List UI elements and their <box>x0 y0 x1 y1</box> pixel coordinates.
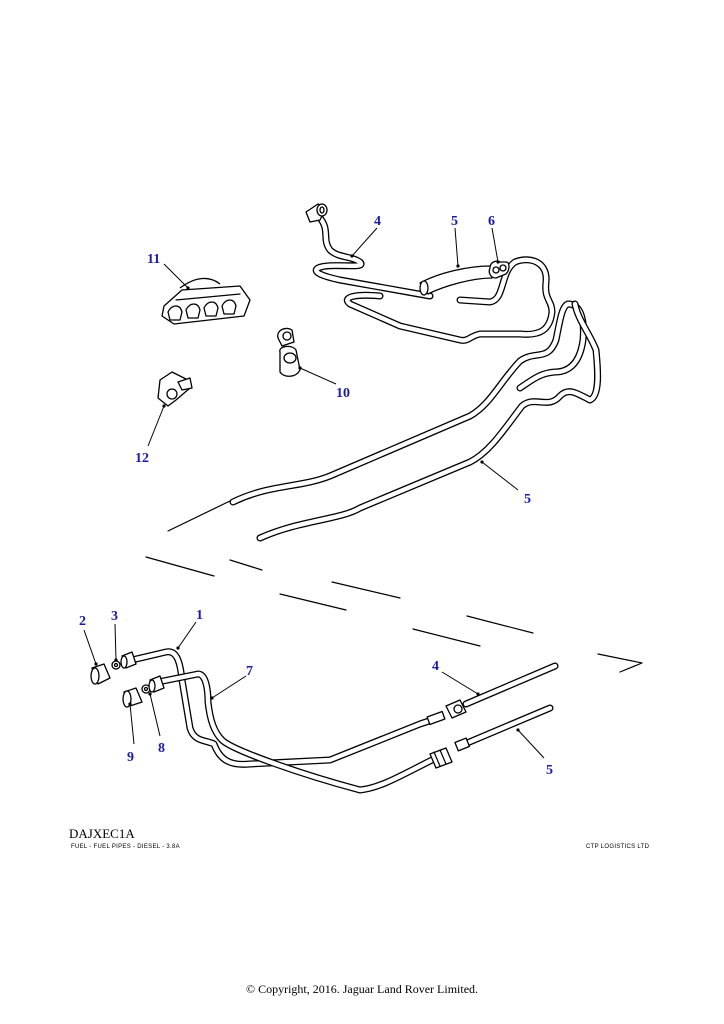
callout-4-bottom: 4 <box>432 659 439 674</box>
upper-hose-5 <box>419 265 493 296</box>
upper-fuel-pipe-5 <box>229 300 602 542</box>
callout-4-top: 4 <box>374 214 381 229</box>
lower-fittings <box>426 710 453 769</box>
callout-2: 2 <box>79 614 86 629</box>
lower-right-pipes <box>445 662 559 752</box>
pipe-end-fitting-top <box>305 203 328 223</box>
leader-lines <box>83 227 545 759</box>
pipe-clip-6 <box>488 260 510 279</box>
callout-6: 6 <box>488 214 495 229</box>
callout-5-bottom: 5 <box>546 763 553 778</box>
lower-pipes <box>128 648 442 794</box>
callout-5-mid: 5 <box>524 492 531 507</box>
callout-8: 8 <box>158 741 165 756</box>
diagram-code: DAJXEC1A <box>69 826 135 841</box>
callout-7: 7 <box>246 664 253 679</box>
chassis-outline <box>145 499 643 673</box>
clip-12 <box>157 371 193 407</box>
olive-3 <box>111 660 121 670</box>
callout-1: 1 <box>196 608 203 623</box>
nut-2 <box>90 663 111 685</box>
connector-3b <box>120 651 137 669</box>
callout-11: 11 <box>147 252 160 267</box>
clip-assembly-11 <box>161 277 251 325</box>
nut-9 <box>122 687 143 708</box>
callout-10: 10 <box>336 386 350 401</box>
upper-pipe-loops <box>312 214 556 344</box>
callout-3: 3 <box>111 609 118 624</box>
vendor-name: CTP LOGISTICS LTD <box>586 844 650 850</box>
callout-9: 9 <box>127 750 134 765</box>
clip-10 <box>277 327 301 377</box>
callout-numbers: 4 5 6 11 10 12 5 1 2 3 7 4 8 9 5 <box>79 214 553 778</box>
copyright-notice: © Copyright, 2016. Jaguar Land Rover Lim… <box>245 982 479 996</box>
connector-8b <box>148 675 165 693</box>
diagram-caption: FUEL - FUEL PIPES - DIESEL - 3.8A <box>71 844 180 850</box>
callout-5-top: 5 <box>451 214 458 229</box>
callout-12: 12 <box>135 451 149 466</box>
